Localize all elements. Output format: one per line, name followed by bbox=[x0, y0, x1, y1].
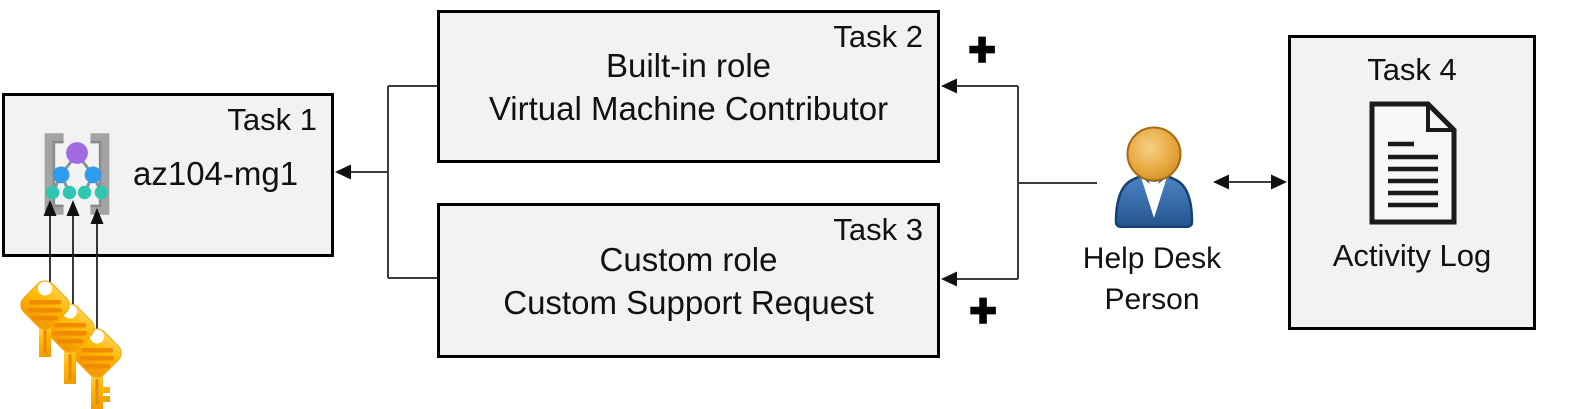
task2-role-name: Virtual Machine Contributor bbox=[488, 89, 889, 127]
management-group-icon bbox=[44, 133, 110, 215]
task1-box: Task 1 az104-mg1 bbox=[2, 93, 334, 257]
task1-badge: Task 1 bbox=[227, 102, 317, 137]
task3-box: Task 3 Custom role Custom Support Reques… bbox=[437, 203, 940, 358]
document-icon bbox=[1369, 101, 1457, 225]
plus-icon: + bbox=[967, 22, 996, 77]
task1-content: az104-mg1 bbox=[35, 132, 298, 216]
task2-content: Built-in role Virtual Machine Contributo… bbox=[440, 13, 937, 160]
task1-title: az104-mg1 bbox=[133, 155, 299, 192]
task3-role-type: Custom role bbox=[599, 240, 778, 278]
task3-role-name: Custom Support Request bbox=[503, 283, 874, 321]
task3-badge: Task 3 bbox=[833, 212, 923, 247]
plus-icon: + bbox=[968, 283, 997, 338]
task4-badge: Task 4 bbox=[1367, 52, 1457, 87]
person-label-line2: Person bbox=[1104, 283, 1200, 316]
person-label: Help Desk Person bbox=[1060, 238, 1244, 320]
task3-content: Custom role Custom Support Request bbox=[440, 206, 937, 355]
task2-box: Task 2 Built-in role Virtual Machine Con… bbox=[437, 10, 940, 163]
key-icon bbox=[20, 280, 70, 357]
task4-caption: Activity Log bbox=[1332, 238, 1492, 273]
task2-badge: Task 2 bbox=[833, 19, 923, 54]
task2-role-type: Built-in role bbox=[605, 46, 772, 84]
person-icon bbox=[1114, 126, 1194, 228]
person-label-line1: Help Desk bbox=[1082, 242, 1222, 275]
task4-box: Task 4 Activity Log bbox=[1288, 35, 1536, 330]
